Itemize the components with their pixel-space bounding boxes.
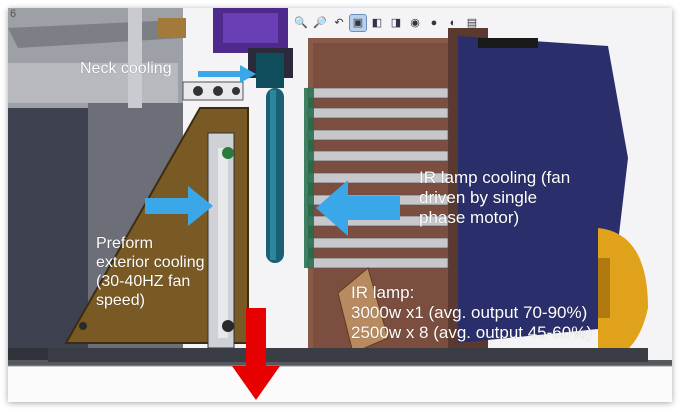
hide-show-icon[interactable]: ◉ [410, 17, 420, 29]
view-settings-icon[interactable]: ▤ [466, 17, 478, 29]
lamp-bracket [337, 267, 389, 354]
neck-cooling-arrow [198, 65, 256, 83]
view-orientation-icon[interactable]: ◧ [371, 17, 383, 29]
machine-base [48, 348, 648, 362]
ir-lamp-label: IR lamp: 3000w x1 (avg. output 70-90%) 2… [351, 283, 592, 342]
exhaust-arrow [232, 308, 280, 400]
preform [256, 53, 284, 263]
zoom-fit-icon[interactable]: 🔍 [294, 17, 308, 29]
ir-lamp-cooling-arrow [316, 180, 400, 236]
ir-lamp-cooling-label: IR lamp cooling (fan driven by single ph… [419, 168, 571, 227]
zoom-area-icon[interactable]: 🔎 [313, 17, 327, 29]
preform-cooling-label: Preform exterior cooling (30-40HZ fan sp… [96, 235, 205, 309]
edit-appearance-icon[interactable]: ● [430, 17, 438, 29]
preform-cooling-arrow [145, 186, 213, 226]
fan-housing [64, 107, 249, 349]
corner-indicator: 6 [10, 8, 17, 20]
fan-motor [598, 228, 648, 360]
view-toolbar: 🔍 🔎 ↶ ▣ ◧ ◨ ◉ ● ◐ ▤ [293, 14, 480, 32]
apply-scene-icon[interactable]: ◐ [449, 17, 457, 29]
control-cabinet [458, 36, 628, 343]
cad-viewport[interactable]: 6 🔍 🔎 ↶ ▣ ◧ ◨ ◉ ● ◐ ▤ Neck cooling IR la… [8, 8, 672, 402]
machine-model-drawing [8, 8, 672, 402]
section-view-icon[interactable]: ▣ [349, 14, 367, 32]
display-style-icon[interactable]: ◨ [390, 17, 402, 29]
neck-cooling-label: Neck cooling [80, 60, 172, 77]
previous-view-icon[interactable]: ↶ [334, 17, 344, 29]
